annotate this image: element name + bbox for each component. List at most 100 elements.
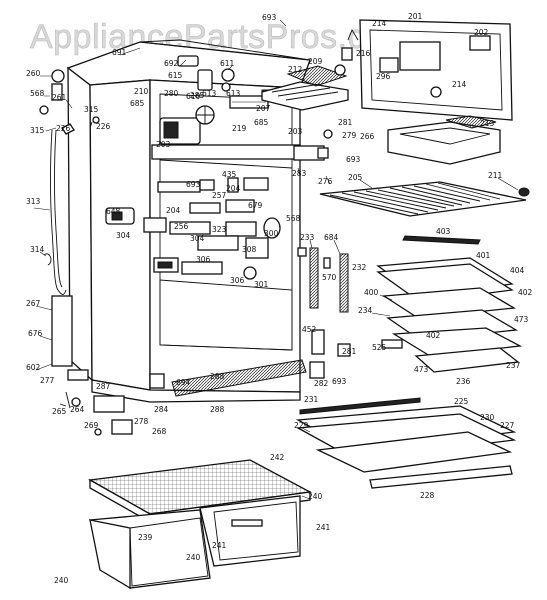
part-label: 276	[318, 177, 333, 186]
part-label: 278	[134, 417, 149, 426]
part-label: 693	[262, 13, 277, 22]
part-label: 207	[256, 104, 271, 113]
part-label: 240	[186, 553, 201, 562]
part-label: 210	[134, 87, 149, 96]
part-label: 648	[106, 207, 121, 216]
part-label: 214	[452, 80, 467, 89]
part-label: 242	[270, 453, 285, 462]
part-label: 201	[408, 12, 423, 21]
part-label: 226	[56, 124, 71, 133]
part-label: 525	[372, 343, 387, 352]
part-label: 613	[202, 89, 217, 98]
part-label: 306	[230, 276, 245, 285]
part-label: 679	[248, 201, 263, 210]
part-label: 314	[30, 245, 45, 254]
part-label: 268	[152, 427, 167, 436]
part-label: 231	[304, 395, 319, 404]
part-label: 287	[96, 382, 111, 391]
part-label: 692	[164, 59, 179, 68]
part-label: 685	[130, 99, 145, 108]
part-label: 269	[84, 421, 99, 430]
part-label: 203	[288, 127, 303, 136]
part-label: 693	[346, 155, 361, 164]
part-label: 260	[26, 69, 41, 78]
part-label: 568	[286, 214, 301, 223]
part-label: 296	[376, 72, 391, 81]
part-label: 204	[166, 206, 181, 215]
part-label: 304	[116, 231, 131, 240]
part-label: 234	[358, 306, 373, 315]
part-number-labels: 693 214 201 202 691 692 611 615 610 613 …	[26, 12, 533, 585]
part-label: 279	[342, 131, 357, 140]
part-label: 285	[190, 91, 205, 100]
part-label: 233	[300, 233, 315, 242]
ice-bucket	[387, 115, 501, 165]
part-label: 209	[308, 57, 323, 66]
part-label: 685	[254, 118, 269, 127]
part-label: 237	[506, 361, 521, 370]
part-label: 400	[364, 288, 379, 297]
part-label: 693	[186, 180, 201, 189]
part-label: 232	[352, 263, 367, 272]
part-label: 403	[436, 227, 451, 236]
part-label: 226	[96, 122, 111, 131]
part-label: 610	[186, 92, 201, 101]
part-label: 611	[220, 59, 235, 68]
part-label: 301	[254, 280, 269, 289]
part-label: 402	[518, 288, 533, 297]
part-label: 211	[488, 171, 503, 180]
part-label: 212	[288, 65, 303, 74]
part-label: 219	[232, 124, 247, 133]
crisper-drawers	[88, 495, 301, 590]
part-label: 214	[372, 19, 387, 28]
part-label: 241	[316, 523, 331, 532]
part-label: 315	[30, 126, 45, 135]
part-label: 261	[52, 93, 67, 102]
part-label: 452	[302, 325, 317, 334]
part-label: 205	[348, 173, 363, 182]
part-label: 266	[360, 132, 375, 141]
part-label: 615	[168, 71, 183, 80]
part-label: 568	[30, 89, 45, 98]
part-label: 300	[264, 229, 279, 238]
part-label: 265	[52, 407, 67, 416]
part-label: 229	[294, 421, 309, 430]
part-label: 402	[426, 331, 441, 340]
part-label: 401	[476, 251, 491, 260]
part-label: 306	[196, 255, 211, 264]
part-label: 691	[112, 48, 127, 57]
part-label: 227	[500, 421, 515, 430]
control-components	[105, 129, 333, 280]
part-label: 684	[324, 233, 339, 242]
freezer-fan-and-controls	[39, 28, 359, 145]
leader-lines	[33, 19, 519, 500]
part-label: 404	[510, 266, 525, 275]
part-label: 230	[480, 413, 495, 422]
part-label: 304	[190, 234, 205, 243]
part-label: 281	[338, 118, 353, 127]
part-label: 240	[308, 492, 323, 501]
part-label: 203	[156, 140, 171, 149]
part-label: 204	[226, 184, 241, 193]
door-shelf-assembly	[295, 397, 517, 489]
freezer-door-liner	[359, 19, 513, 121]
part-label: 225	[454, 397, 469, 406]
part-label: 694	[176, 378, 191, 387]
lower-cabinet-parts	[51, 295, 351, 436]
part-label: 473	[414, 365, 429, 374]
part-label: 693	[332, 377, 347, 386]
part-label: 267	[26, 299, 41, 308]
shelf-supports	[297, 247, 349, 313]
part-label: 241	[212, 541, 227, 550]
part-label: 313	[26, 197, 41, 206]
part-label: 570	[322, 273, 337, 282]
part-label: 284	[154, 405, 169, 414]
part-label: 602	[26, 363, 41, 372]
part-label: 473	[514, 315, 529, 324]
drain-tube-assembly	[43, 129, 67, 295]
part-label: 240	[54, 576, 69, 585]
part-label: 239	[138, 533, 153, 542]
part-label: 216	[356, 49, 371, 58]
part-label: 264	[70, 405, 85, 414]
